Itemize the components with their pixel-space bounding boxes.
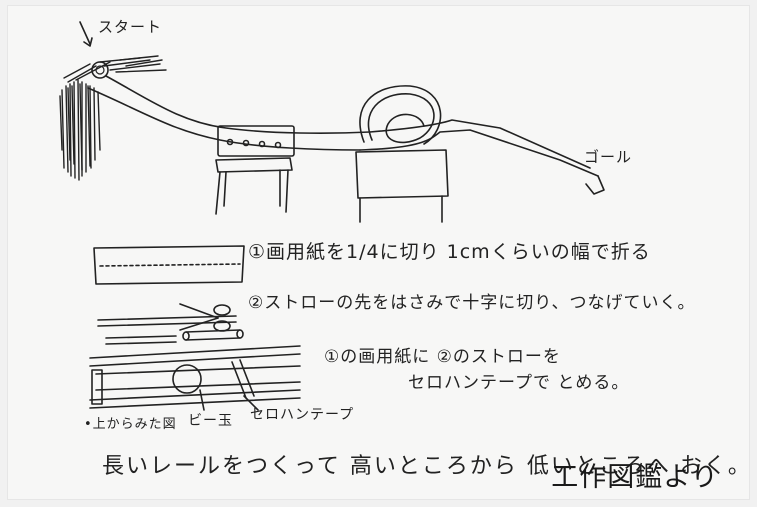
step1-text: ①画用紙を1/4に切り 1cmくらいの幅で折る — [248, 241, 651, 263]
instruction-summary: 長いレールをつくって 高いところから 低いところへ おく。 — [102, 454, 752, 479]
straw-icon — [105, 329, 244, 345]
chair-icon — [215, 157, 293, 215]
step2-text: ②ストローの先をはさみで十字に切り、つなげていく。 — [248, 293, 696, 313]
start-pillar — [59, 55, 167, 181]
scissors-icon — [97, 303, 237, 332]
top-view-label: •上からみた図 — [84, 417, 177, 432]
arrow-icon — [79, 21, 93, 47]
source-caption: 工作図鑑より — [551, 462, 719, 493]
rail-track-icon — [87, 75, 605, 195]
paper-strip-icon — [93, 245, 245, 285]
paper-sheet — [8, 6, 749, 499]
step3-text-line1: ①の画用紙に ②のストローを — [324, 347, 561, 367]
tape-label: セロハンテープ — [250, 407, 355, 423]
chair-icon — [355, 149, 449, 223]
goal-label: ゴール — [584, 148, 633, 166]
step3-text-line2: セロハンテープで とめる。 — [408, 373, 630, 393]
paper-clip-joint — [217, 125, 295, 157]
start-label: スタート — [98, 18, 163, 36]
marble-icon — [91, 61, 109, 79]
marble-label: ビー玉 — [188, 413, 233, 429]
top-view-rail-icon — [89, 345, 301, 411]
